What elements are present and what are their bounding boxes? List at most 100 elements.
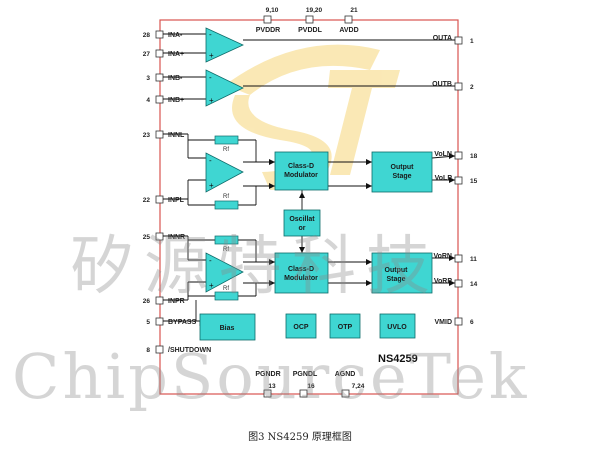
amplifier-b — [205, 69, 244, 107]
pin-number-19-20: 19,20 — [306, 7, 323, 14]
os-left-line1: Output — [391, 164, 415, 171]
signal-avdd: AVDD — [339, 27, 358, 34]
amp-a-plus: + — [209, 51, 214, 60]
signal-inpl: INPL — [168, 197, 185, 204]
cdm-right-line1: Class-D — [288, 266, 314, 273]
osc-line2: or — [299, 225, 306, 232]
pin-4-pad — [155, 95, 164, 104]
bias-block — [199, 313, 256, 341]
signal-inpr: INPR — [168, 298, 185, 305]
pin-5-pad — [155, 317, 164, 326]
signal-inb-minus: INB- — [168, 75, 183, 82]
pin-number-15: 15 — [470, 178, 478, 185]
pin-number-27: 27 — [143, 51, 151, 58]
top-pins — [263, 15, 353, 24]
left-pins — [155, 30, 164, 354]
uvlo-label: UVLO — [387, 324, 407, 331]
pin-number-5: 5 — [146, 319, 150, 326]
signal-inb-plus: INB+ — [168, 97, 184, 104]
pin-23-pad — [155, 130, 164, 139]
pin-22-pad — [155, 195, 164, 204]
signal-outa: OUTA — [433, 35, 452, 42]
signal-volp: VoLP — [435, 175, 453, 182]
resistor-rf-1 — [214, 135, 239, 145]
signal-vorp: VoRP — [434, 278, 452, 285]
cdm-right-line2: Modulator — [284, 275, 318, 282]
pin-number-8: 8 — [146, 347, 150, 354]
os-right-line2: Stage — [386, 276, 405, 283]
os-left-line2: Stage — [392, 173, 411, 180]
pin-number-13: 13 — [268, 383, 276, 390]
amp-b-plus: + — [209, 96, 214, 105]
pin-number-1: 1 — [470, 38, 474, 45]
pin-number-9-10: 9,10 — [266, 7, 279, 14]
class-d-modulator-right — [274, 252, 329, 294]
signal-outb: OUTB — [432, 81, 452, 88]
signal-innr: INNR — [168, 234, 185, 241]
amp-l-minus: - — [209, 156, 212, 165]
chip-name: NS4259 — [378, 353, 418, 365]
pin-number-2: 2 — [470, 84, 474, 91]
bottom-pins — [263, 389, 350, 398]
pin-number-4: 4 — [146, 97, 150, 104]
rf-label-4: Rf — [223, 286, 229, 292]
pin-8-pad — [155, 345, 164, 354]
amp-a-minus: - — [209, 30, 212, 39]
cdm-left-line2: Modulator — [284, 172, 318, 179]
pin-27-pad — [155, 49, 164, 58]
signal-vmid: VMID — [435, 319, 453, 326]
class-d-modulator-left — [274, 151, 329, 191]
oscillator-block — [283, 209, 321, 237]
amp-r-plus: + — [209, 281, 214, 290]
signal-pvddl: PVDDL — [298, 27, 322, 34]
amp-r-minus: - — [209, 256, 212, 265]
pin-number-7-24: 7,24 — [352, 383, 365, 390]
rf-label-3: Rf — [223, 247, 229, 253]
amp-b-minus: - — [209, 73, 212, 82]
signal-pvddr: PVDDR — [256, 27, 281, 34]
arrowheads — [269, 153, 455, 286]
resistor-rf-3 — [214, 235, 239, 245]
osc-line1: Oscillat — [289, 216, 315, 223]
right-pins — [454, 36, 463, 326]
signal-vorn: VoRN — [433, 253, 452, 260]
pin-number-11: 11 — [470, 256, 477, 263]
pin-number-3: 3 — [146, 75, 150, 82]
pin-number-25: 25 — [143, 234, 151, 241]
otp-block — [329, 313, 361, 339]
amplifier-a — [205, 27, 244, 63]
rf-label-2: Rf — [223, 194, 229, 200]
output-stage-left — [371, 151, 433, 193]
resistor-rf-2 — [214, 200, 239, 210]
uvlo-block — [379, 313, 416, 339]
signal-voln: VoLN — [434, 151, 452, 158]
pin-26-pad — [155, 296, 164, 305]
ocp-block — [285, 313, 317, 339]
output-stage-right — [371, 252, 433, 294]
amplifier-right — [205, 252, 244, 293]
pin-number-22: 22 — [143, 197, 151, 204]
signal-pgndr: PGNDR — [255, 371, 280, 378]
signal-agnd: AGND — [335, 371, 356, 378]
bias-label: Bias — [220, 325, 235, 332]
otp-label: OTP — [338, 324, 353, 331]
watermark-english: ChipSourceTek — [12, 340, 529, 413]
pin-number-26: 26 — [143, 298, 151, 305]
pin-number-14: 14 — [470, 281, 478, 288]
amp-l-plus: + — [209, 181, 214, 190]
pin-number-23: 23 — [143, 132, 151, 139]
ocp-label: OCP — [293, 324, 309, 331]
amplifier-left — [205, 152, 244, 193]
signal-ina-plus: INA+ — [168, 51, 184, 58]
watermark-chinese: 矽源特科技 — [70, 230, 440, 304]
signal-innl: INNL — [168, 132, 185, 139]
pin-3-pad — [155, 73, 164, 82]
pin-number-16: 16 — [307, 383, 315, 390]
pin-number-18: 18 — [470, 153, 478, 160]
pin-number-28: 28 — [143, 32, 151, 39]
pin-number-21: 21 — [350, 7, 358, 14]
rf-label-1: Rf — [223, 147, 229, 153]
wires — [163, 33, 456, 326]
resistor-rf-4 — [214, 291, 239, 301]
